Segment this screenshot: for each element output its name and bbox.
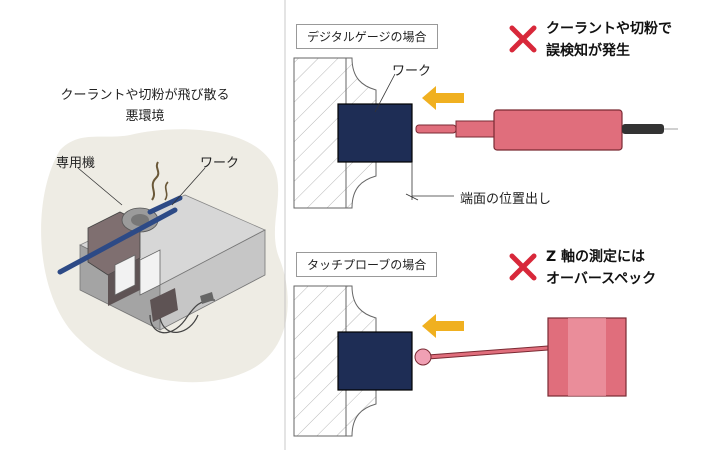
digital-gauge-title: デジタルゲージの場合: [296, 24, 438, 49]
gauge-warning-line1: クーラントや切粉で: [546, 21, 672, 37]
touch-probe: [414, 317, 627, 397]
gauge-work-label: ワーク: [392, 64, 432, 79]
probe-warning: Z 軸の測定には オーバースペック: [546, 246, 656, 290]
probe-fixture-wall: [293, 285, 377, 437]
position-label: 端面の位置出し: [460, 192, 552, 207]
red-x-icon: [509, 253, 537, 281]
gauge-fixture-wall: [293, 57, 377, 209]
position-dimension: [405, 162, 454, 201]
machine-leader-line: [77, 167, 123, 206]
yellow-arrow-icon-probe: [422, 314, 464, 338]
probe-warning-line1: Z 軸の測定には: [546, 249, 646, 265]
environment-label-line2: 悪環境: [125, 109, 165, 124]
environment-label-line1: クーラントや切粉が飛び散る: [60, 88, 230, 103]
digital-gauge: [415, 109, 678, 151]
yellow-arrow-icon: [422, 86, 464, 110]
work-piece-gauge: [337, 103, 413, 163]
red-x-icon: [509, 25, 537, 53]
environment-label: クーラントや切粉が飛び散る 悪環境: [40, 84, 250, 124]
probe-warning-line2: オーバースペック: [546, 271, 657, 287]
work-piece-probe: [337, 331, 413, 391]
gauge-warning: クーラントや切粉で 誤検知が発生: [546, 18, 672, 62]
left-work-label: ワーク: [200, 156, 240, 171]
touch-probe-title: タッチプローブの場合: [296, 252, 438, 277]
machine-illustration: [57, 161, 266, 334]
work-leader-line-gauge: [374, 73, 396, 113]
gauge-warning-line2: 誤検知が発生: [546, 43, 630, 59]
work-leader-line: [171, 167, 206, 206]
machine-label: 専用機: [56, 156, 96, 171]
